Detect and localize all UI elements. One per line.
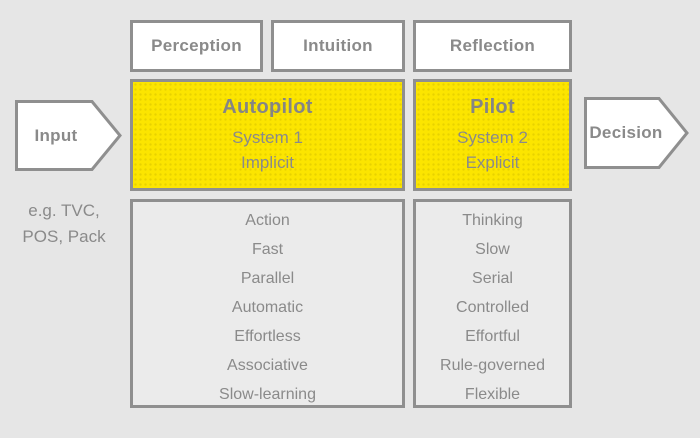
system1-line1: System 1 [232, 127, 303, 147]
stage-label-perception: Perception [151, 36, 242, 55]
input-examples: e.g. TVC, POS, Pack [8, 198, 120, 250]
stage-box-intuition: Intuition [271, 20, 405, 72]
attribute-item: Associative [227, 357, 308, 374]
stage-box-reflection: Reflection [413, 20, 572, 72]
system1-autopilot-box: Autopilot System 1 Implicit [130, 79, 405, 191]
system1-title: Autopilot [222, 95, 313, 118]
system2-attributes-box: Thinking Slow Serial Controlled Effortfu… [413, 199, 572, 408]
attribute-item: Thinking [462, 212, 523, 229]
input-label: Input [34, 125, 78, 145]
input-examples-line1: e.g. TVC, [28, 201, 100, 220]
system1-attributes-box: Action Fast Parallel Automatic Effortles… [130, 199, 405, 408]
system1-attributes-list: Action Fast Parallel Automatic Effortles… [133, 206, 402, 409]
input-examples-line2: POS, Pack [22, 227, 106, 246]
right-chevron-shape-icon [584, 97, 689, 169]
attribute-item: Controlled [456, 299, 529, 316]
attribute-item: Rule-governed [440, 357, 545, 374]
attribute-item: Automatic [231, 299, 304, 316]
right-chevron-shape-icon [15, 100, 122, 171]
attribute-item: Action [245, 212, 290, 229]
attribute-item: Parallel [240, 270, 295, 287]
system2-line1: System 2 [457, 127, 528, 147]
attribute-item: Serial [472, 270, 513, 287]
system2-attributes-list: Thinking Slow Serial Controlled Effortfu… [416, 206, 569, 409]
system2-line2: Explicit [465, 152, 520, 172]
attribute-item: Effortless [234, 328, 301, 345]
stage-box-perception: Perception [130, 20, 263, 72]
input-arrow: Input [15, 100, 122, 171]
attribute-item: Slow-learning [219, 386, 316, 403]
system2-title: Pilot [470, 95, 515, 118]
attribute-item: Slow [475, 241, 510, 258]
attribute-item: Fast [251, 241, 284, 258]
stage-label-reflection: Reflection [449, 36, 536, 55]
decision-label: Decision [589, 123, 663, 142]
attribute-item: Flexible [464, 386, 521, 403]
system2-pilot-box: Pilot System 2 Explicit [413, 79, 572, 191]
stage-label-intuition: Intuition [303, 36, 373, 55]
system1-line2: Implicit [241, 152, 294, 172]
attribute-item: Effortful [465, 328, 520, 345]
decision-arrow: Decision [584, 97, 689, 169]
